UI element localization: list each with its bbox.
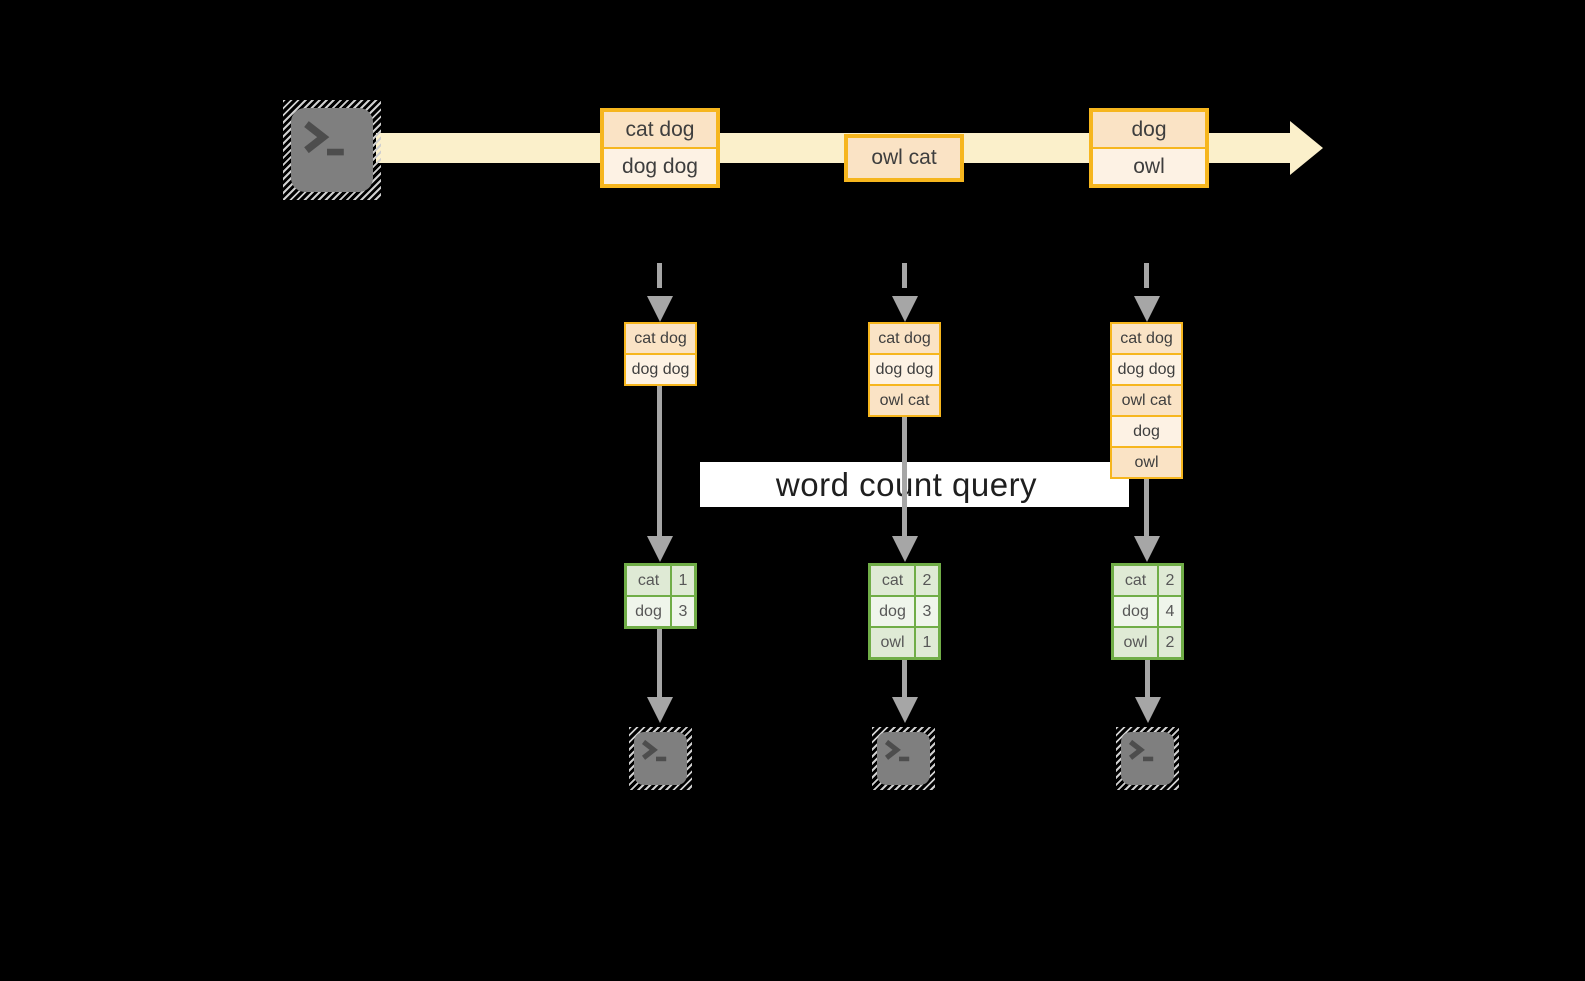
batch-line: cat dog	[870, 324, 939, 355]
event-line: dog dog	[604, 149, 716, 184]
dashed-arrow-shaft	[1144, 263, 1149, 288]
word-cell: owl	[871, 628, 916, 657]
event-line: dog	[1093, 112, 1205, 149]
dashed-arrow-head-icon	[647, 296, 673, 322]
table-row: owl 1	[871, 628, 938, 657]
table-row: owl 2	[1114, 628, 1181, 657]
word-cell: dog	[871, 597, 916, 626]
batch-line: owl	[1112, 448, 1181, 477]
word-cell: dog	[1114, 597, 1159, 626]
prompt-icon	[1128, 739, 1154, 762]
sink-terminal-icon	[872, 727, 935, 790]
batch-line: owl cat	[870, 386, 939, 415]
sink-terminal-icon	[629, 727, 692, 790]
flow-arrow-head-icon	[892, 536, 918, 562]
count-cell: 3	[672, 597, 694, 626]
count-cell: 4	[1159, 597, 1181, 626]
stream-arrowhead-icon	[1290, 121, 1323, 175]
event-line: cat dog	[604, 112, 716, 149]
batch-line: owl cat	[1112, 386, 1181, 417]
prompt-icon	[304, 121, 344, 156]
batch-line: dog dog	[626, 355, 695, 384]
flow-arrow-head-icon	[892, 697, 918, 723]
batch-line: cat dog	[1112, 324, 1181, 355]
table-row: dog 3	[871, 597, 938, 628]
sink-terminal-icon	[1116, 727, 1179, 790]
flow-arrow-head-icon	[647, 536, 673, 562]
count-cell: 2	[1159, 566, 1181, 595]
flow-arrow-shaft	[657, 629, 662, 699]
flow-arrow-head-icon	[1134, 536, 1160, 562]
stream-event-box-3: dog owl	[1089, 108, 1209, 188]
query-banner: word count query	[700, 462, 1129, 507]
event-line: owl	[1093, 149, 1205, 184]
dashed-arrow-shaft	[902, 263, 907, 288]
batch-line: dog	[1112, 417, 1181, 448]
micro-batch-stack-2: cat dog dog dog owl cat	[868, 322, 941, 417]
micro-batch-stack-1: cat dog dog dog	[624, 322, 697, 386]
stream-event-box-2: owl cat	[844, 134, 964, 182]
count-cell: 1	[916, 628, 938, 657]
terminal-body	[291, 108, 373, 192]
terminal-body	[1121, 732, 1174, 785]
event-line: owl cat	[848, 138, 960, 178]
count-cell: 1	[672, 566, 694, 595]
count-cell: 2	[916, 566, 938, 595]
terminal-body	[877, 732, 930, 785]
flow-arrow-head-icon	[1135, 697, 1161, 723]
count-cell: 2	[1159, 628, 1181, 657]
table-row: dog 3	[627, 597, 694, 626]
dashed-arrow-shaft	[657, 263, 662, 288]
table-row: cat 1	[627, 566, 694, 597]
prompt-icon	[884, 739, 910, 762]
word-cell: cat	[1114, 566, 1159, 595]
micro-batch-stack-3: cat dog dog dog owl cat dog owl	[1110, 322, 1183, 479]
flow-arrow-head-icon	[647, 697, 673, 723]
source-terminal-icon	[283, 100, 381, 200]
prompt-icon	[641, 739, 667, 762]
flow-arrow-shaft	[1145, 660, 1150, 699]
stream-event-box-1: cat dog dog dog	[600, 108, 720, 188]
batch-line: dog dog	[870, 355, 939, 386]
dashed-arrow-head-icon	[892, 296, 918, 322]
table-row: cat 2	[1114, 566, 1181, 597]
dashed-arrow-head-icon	[1134, 296, 1160, 322]
word-cell: owl	[1114, 628, 1159, 657]
word-cell: cat	[627, 566, 672, 595]
word-count-table-1: cat 1 dog 3	[624, 563, 697, 629]
word-count-table-2: cat 2 dog 3 owl 1	[868, 563, 941, 660]
flow-arrow-shaft	[902, 660, 907, 699]
flow-arrow-shaft	[902, 417, 907, 538]
count-cell: 3	[916, 597, 938, 626]
table-row: dog 4	[1114, 597, 1181, 628]
batch-line: cat dog	[626, 324, 695, 355]
word-count-table-3: cat 2 dog 4 owl 2	[1111, 563, 1184, 660]
word-cell: cat	[871, 566, 916, 595]
word-cell: dog	[627, 597, 672, 626]
flow-arrow-shaft	[657, 386, 662, 538]
batch-line: dog dog	[1112, 355, 1181, 386]
table-row: cat 2	[871, 566, 938, 597]
flow-arrow-shaft	[1144, 479, 1149, 538]
terminal-body	[634, 732, 687, 785]
